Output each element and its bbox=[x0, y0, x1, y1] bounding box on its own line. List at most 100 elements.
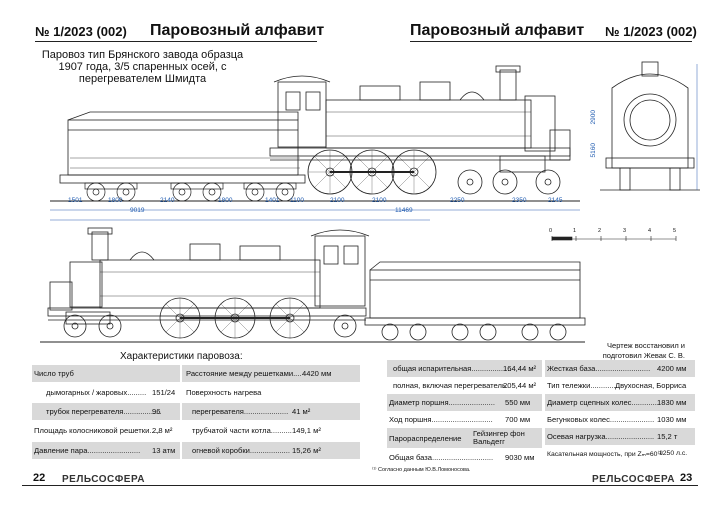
page-title-right: Паровозный алфавит bbox=[410, 22, 585, 39]
footer-rule bbox=[22, 485, 698, 486]
scale-labels: 0 1 2 3 4 5 bbox=[549, 228, 684, 236]
spec-value: 700 мм bbox=[505, 415, 531, 424]
spec-value: 41 м² bbox=[292, 407, 311, 416]
table-row: Осевая нагрузка....................... 1… bbox=[545, 428, 695, 445]
spec-label: Диаметр сцепных колес............. bbox=[547, 398, 659, 407]
scale-label: 4 bbox=[648, 228, 652, 234]
issue-number-right: № 1/2023 (002) bbox=[605, 24, 697, 39]
dimension-label: 2100 bbox=[330, 197, 345, 204]
spec-value: 550 мм bbox=[505, 398, 531, 407]
spec-label: Общая база............................. bbox=[389, 453, 494, 462]
spec-value: 205,44 м² bbox=[503, 381, 537, 390]
side-view-drawing-bottom bbox=[40, 227, 586, 343]
dimension-row: 1501 1800 2140 1800 1401 1100 2100 2100 … bbox=[50, 197, 570, 207]
table-row: перегревателя..................... 41 м² bbox=[182, 403, 360, 420]
dimension-total-loco: 11469 bbox=[395, 207, 413, 214]
table-row: Поверхность нагрева bbox=[182, 384, 360, 401]
table-row: Площадь колосниковой решетки..... 2,8 м² bbox=[32, 422, 180, 439]
table-row: трубчатой части котла.......... 149,1 м² bbox=[182, 422, 360, 439]
footnote: ⁽¹⁾ Согласно данным Ю.В.Ломоносова. bbox=[372, 467, 471, 473]
scale-label: 5 bbox=[673, 228, 677, 234]
scale-bar bbox=[551, 236, 677, 241]
drawing-credit: Чертеж восстановил и подготовил Жевак С.… bbox=[560, 341, 685, 361]
table-row: Диаметр поршня...................... 550… bbox=[387, 394, 542, 411]
spec-value: 4200 мм bbox=[657, 364, 687, 373]
table-row: общая испарительная................... 1… bbox=[387, 360, 542, 377]
spec-label: Расстояние между решетками.... bbox=[186, 369, 302, 378]
spec-label: трубок перегревателя.................. bbox=[46, 407, 162, 416]
spec-value: Гейзингер фон Вальдегг bbox=[473, 429, 525, 446]
subtitle-line: 1907 года, 3/5 спаренных осей, с bbox=[58, 61, 227, 73]
page-title-left: Паровозный алфавит bbox=[150, 22, 325, 39]
dimension-label: 1800 bbox=[218, 197, 233, 204]
spec-value: 96 bbox=[152, 407, 161, 416]
table-row: Парораспределение Гейзингер фон Вальдегг bbox=[387, 428, 542, 448]
subtitle-line: Паровоз тип Брянского завода образца bbox=[41, 49, 244, 61]
table-row: трубок перегревателя.................. 9… bbox=[32, 403, 180, 420]
spec-value: 15,2 т bbox=[657, 432, 678, 441]
dimension-height-total: 5160 bbox=[590, 143, 597, 158]
subtitle-line: перегревателем Шмидта bbox=[78, 73, 207, 85]
credit-line: подготовил Жевак С. В. bbox=[602, 351, 685, 360]
table-row: полная, включая перегреватель. 205,44 м² bbox=[387, 377, 542, 394]
spec-label: Жесткая база.......................... bbox=[547, 364, 651, 373]
specs-table-right-b: Жесткая база.......................... 4… bbox=[545, 360, 695, 470]
spec-value: 15,26 м² bbox=[292, 446, 321, 455]
locomotive-subtitle: Паровоз тип Брянского завода образца 190… bbox=[20, 49, 265, 85]
spec-value: 149,1 м² bbox=[292, 426, 321, 435]
table-row: Бегунковых колес..................... 10… bbox=[545, 411, 695, 428]
table-row: Диаметр сцепных колес............. 1830 … bbox=[545, 394, 695, 411]
spec-label: Давление пара......................... bbox=[34, 446, 141, 455]
table-row: Ход поршня............................. … bbox=[387, 411, 542, 428]
specs-table-left: Число труб дымогарных / жаровых.........… bbox=[32, 365, 180, 465]
spec-value: 9030 мм bbox=[505, 453, 535, 462]
spec-value: 1250 л.с. bbox=[659, 450, 688, 457]
dimension-label: 2250 bbox=[450, 197, 465, 204]
table-row: Давление пара......................... 1… bbox=[32, 442, 180, 459]
scale-label: 2 bbox=[598, 228, 602, 234]
credit-line: Чертеж восстановил и bbox=[607, 341, 685, 350]
table-row: Число труб bbox=[32, 365, 180, 382]
table-row: Тип тележки............. Двухосная, Борр… bbox=[545, 377, 695, 394]
dimension-label: 2100 bbox=[372, 197, 387, 204]
spec-label: Тип тележки............. bbox=[547, 381, 618, 390]
specs-table-middle: Расстояние между решетками.... 4420 мм П… bbox=[182, 365, 360, 465]
spec-value: 1030 мм bbox=[657, 415, 687, 424]
spec-label: Диаметр поршня...................... bbox=[389, 398, 495, 407]
dimension-label: 2350 bbox=[512, 197, 527, 204]
spec-label: Осевая нагрузка....................... bbox=[547, 432, 655, 441]
side-view-drawing-top bbox=[50, 65, 580, 221]
page-number-left: 22 bbox=[33, 472, 46, 484]
dimension-label: 1501 bbox=[68, 197, 83, 204]
dimension-total-tender: 9019 bbox=[130, 207, 145, 214]
spec-value: 164,44 м² bbox=[503, 364, 537, 373]
spec-value: 151/24 bbox=[152, 388, 176, 397]
title-underline-left bbox=[35, 41, 317, 42]
spec-label: дымогарных / жаровых......... bbox=[46, 388, 147, 397]
table-row: дымогарных / жаровых......... 151/24 bbox=[32, 384, 180, 401]
front-view-drawing bbox=[600, 61, 700, 191]
specs-table-right-a: общая испарительная................... 1… bbox=[387, 360, 542, 470]
spec-label: трубчатой части котла.......... bbox=[192, 426, 292, 435]
table-row: Расстояние между решетками.... 4420 мм bbox=[182, 365, 360, 382]
spec-label: полная, включая перегреватель. bbox=[393, 381, 509, 390]
spec-value: 13 атм bbox=[152, 446, 176, 455]
table-row: огневой коробки................... 15,26… bbox=[182, 442, 360, 459]
title-underline-right bbox=[410, 41, 692, 42]
dimension-label: 2145 bbox=[548, 197, 563, 204]
spec-label: Парораспределение bbox=[389, 433, 462, 443]
characteristics-heading: Характеристики паровоза: bbox=[120, 351, 243, 362]
table-row: Касательная мощность, при Zₘ=60⁽¹⁾ 1250 … bbox=[545, 445, 695, 462]
spec-label: Ход поршня............................. bbox=[389, 415, 493, 424]
scale-label: 3 bbox=[623, 228, 627, 234]
spec-value: 1830 мм bbox=[657, 398, 687, 407]
spec-label: Поверхность нагрева bbox=[186, 388, 262, 397]
dimension-label: 1800 bbox=[108, 197, 123, 204]
issue-number-left: № 1/2023 (002) bbox=[35, 24, 127, 39]
brand-logo-left: РЕЛЬСОСФЕРА bbox=[62, 474, 145, 485]
page-number-right: 23 bbox=[680, 472, 693, 484]
spec-label: общая испарительная................... bbox=[393, 364, 512, 373]
dimension-label: 1100 bbox=[290, 197, 304, 204]
spec-value: 2,8 м² bbox=[152, 426, 173, 435]
dimension-label: 2140 bbox=[160, 197, 175, 204]
